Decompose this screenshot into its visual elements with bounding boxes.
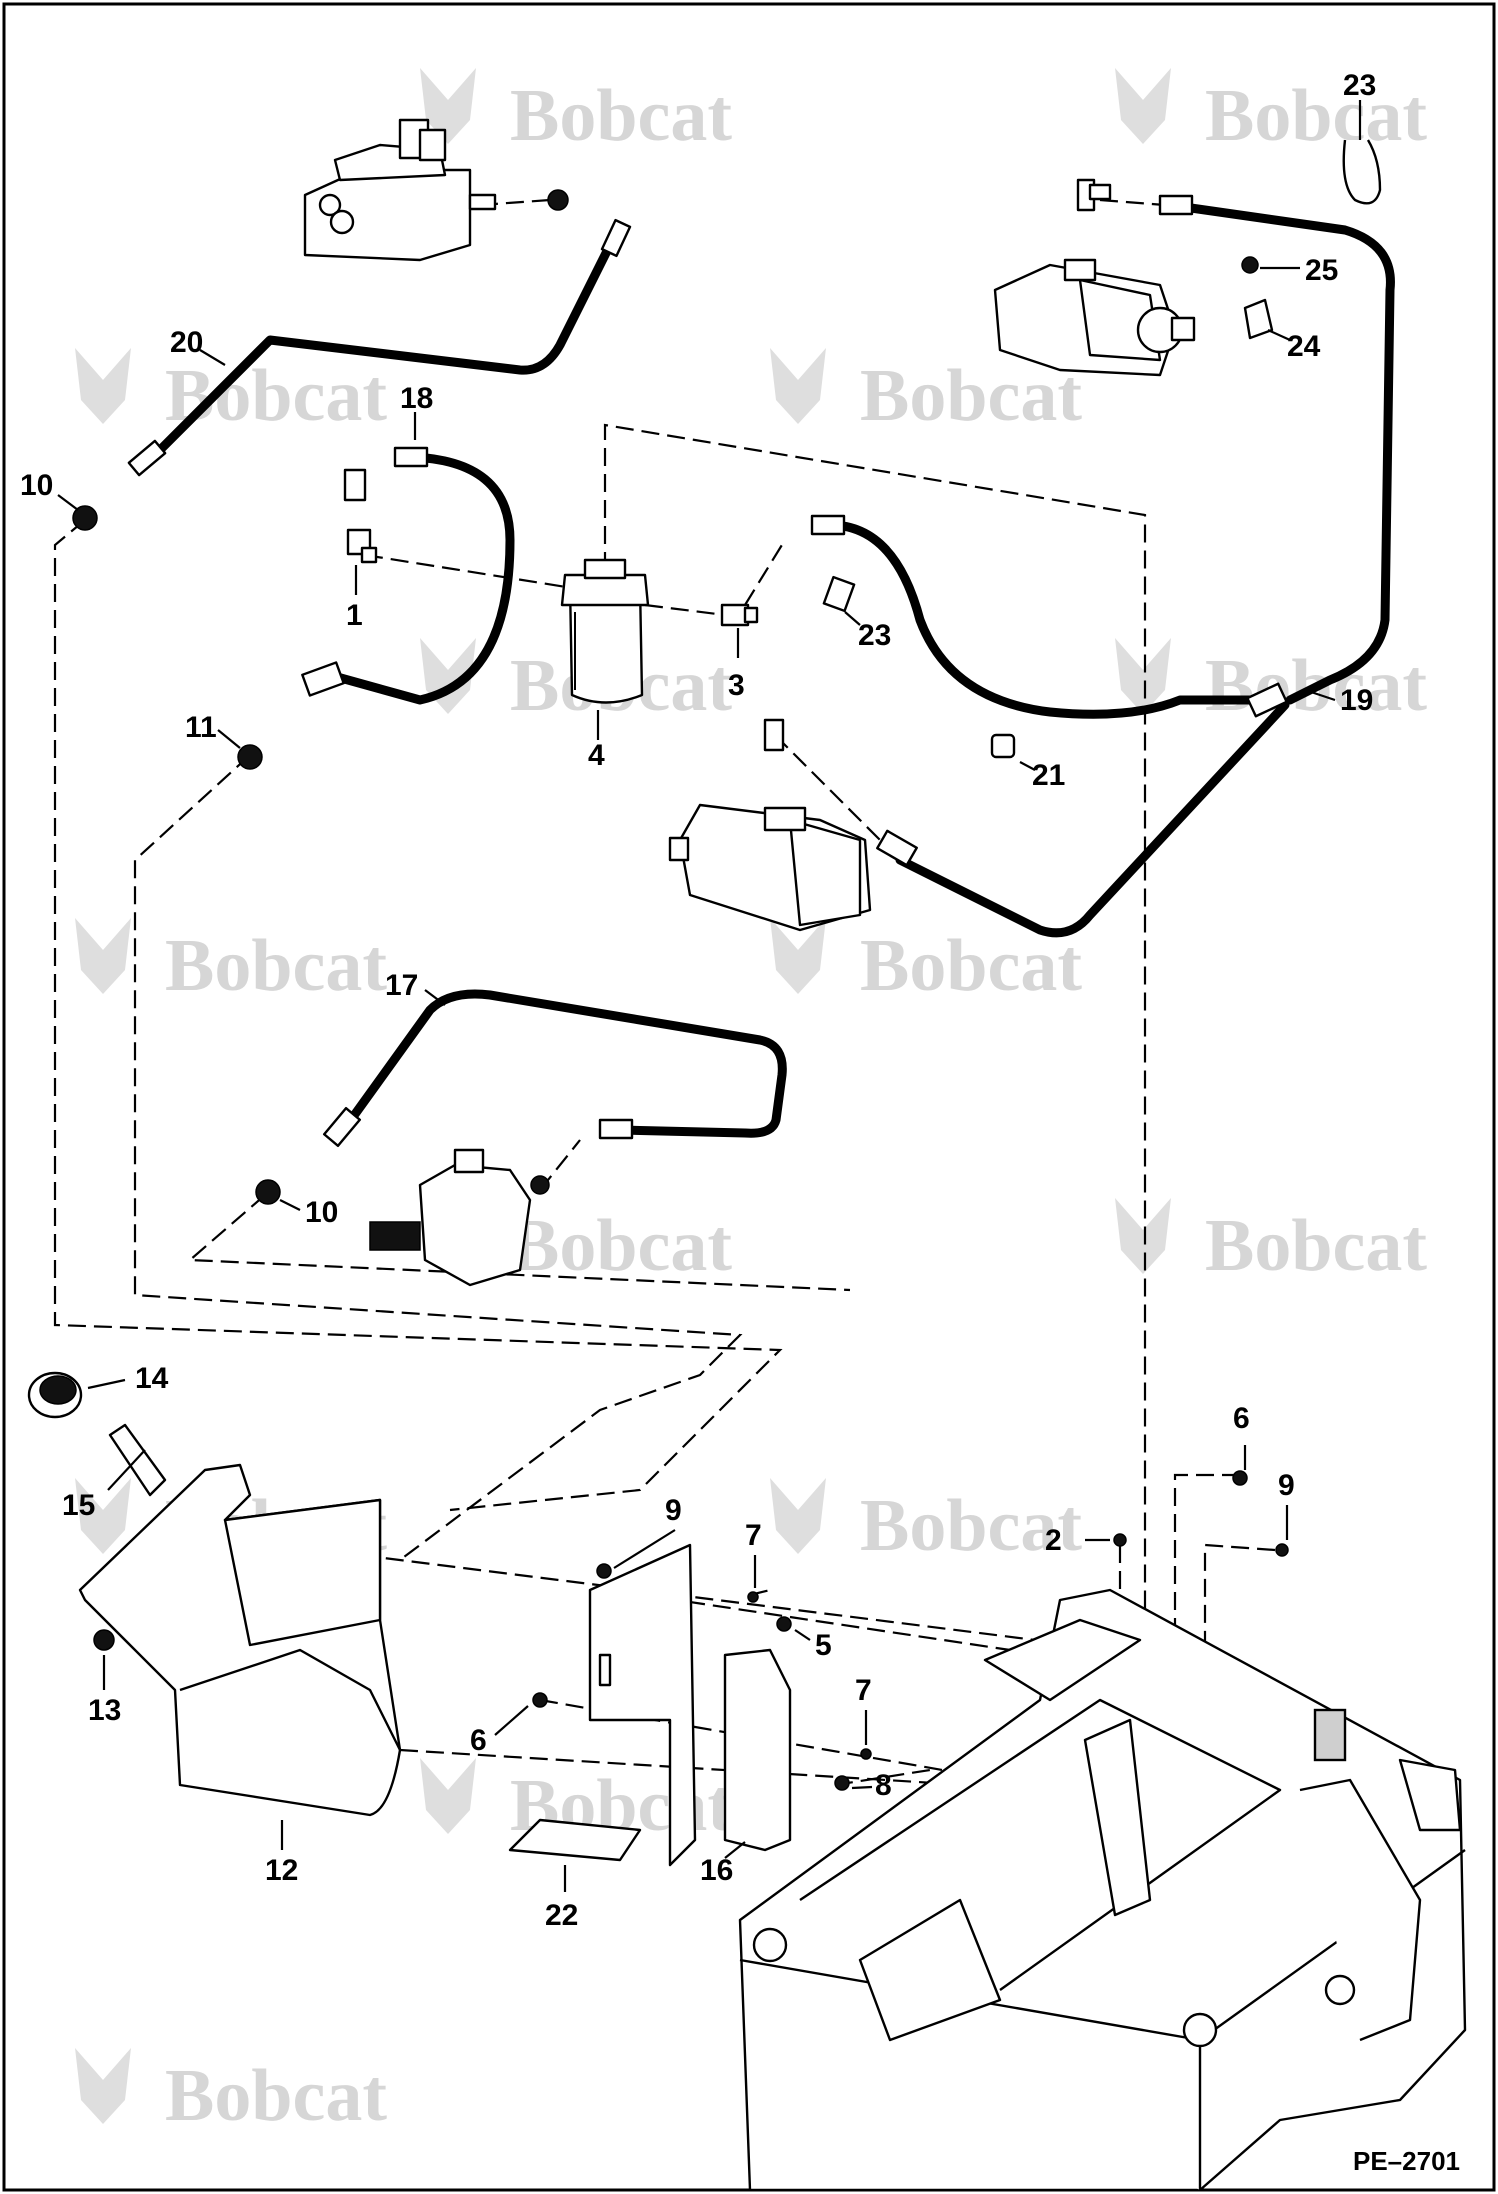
hose-19-lower bbox=[895, 700, 1290, 938]
watermark-logo bbox=[770, 918, 826, 994]
watermark-text: Bobcat bbox=[165, 925, 387, 1007]
callout-10-upper: 10 bbox=[20, 469, 53, 502]
callout-12: 12 bbox=[265, 1854, 298, 1887]
plate-22 bbox=[508, 1818, 642, 1862]
hydrostatic-pump-upper bbox=[993, 178, 1196, 377]
clamp-23-upper bbox=[1342, 139, 1382, 205]
hose-19-upper bbox=[825, 520, 1260, 719]
nut-6b bbox=[1232, 1470, 1248, 1486]
bracket-plate bbox=[588, 1543, 697, 1867]
callout-5: 5 bbox=[815, 1629, 832, 1662]
watermark-text: Bobcat bbox=[165, 2055, 387, 2137]
callout-20: 20 bbox=[170, 326, 203, 359]
callout-8: 8 bbox=[875, 1769, 892, 1802]
watermark-logo bbox=[1115, 1198, 1171, 1274]
tee-fitting-1 bbox=[343, 468, 378, 564]
callout-6-right: 6 bbox=[1233, 1402, 1250, 1435]
bolt-9 bbox=[596, 1563, 612, 1579]
watermark-logo bbox=[1115, 68, 1171, 144]
callout-11: 11 bbox=[185, 711, 217, 744]
callout-6-left: 6 bbox=[470, 1724, 487, 1757]
hose-17 bbox=[335, 989, 787, 1140]
callout-7-lower: 7 bbox=[855, 1674, 872, 1707]
callout-7-upper: 7 bbox=[745, 1519, 762, 1552]
callout-21: 21 bbox=[1032, 759, 1065, 792]
hydraulic-tank-12 bbox=[78, 1463, 402, 1817]
hose-fittings bbox=[127, 194, 1288, 1148]
callout-2: 2 bbox=[1045, 1524, 1062, 1557]
watermark-text: Bobcat bbox=[860, 355, 1082, 437]
watermark-text: Bobcat bbox=[510, 1205, 732, 1287]
watermark-logo bbox=[75, 348, 131, 424]
callout-1: 1 bbox=[346, 599, 363, 632]
nut-6a bbox=[532, 1692, 548, 1708]
callout-24: 24 bbox=[1287, 330, 1321, 363]
callout-18: 18 bbox=[400, 382, 433, 415]
washer-7b bbox=[860, 1748, 872, 1760]
callout-13: 13 bbox=[88, 1694, 121, 1727]
watermark-logo bbox=[75, 1478, 131, 1554]
filter-4 bbox=[560, 558, 650, 704]
control-valve bbox=[303, 118, 569, 262]
watermark-logo bbox=[770, 1478, 826, 1554]
fill-tube-15 bbox=[108, 1423, 167, 1497]
callouts: 23 25 24 20 18 10 1 23 3 19 11 4 21 17 1… bbox=[20, 69, 1376, 1932]
leader-lines bbox=[57, 100, 1362, 1892]
bolt-8 bbox=[834, 1775, 850, 1791]
bracket-16 bbox=[723, 1648, 792, 1852]
watermark-text: Bobcat bbox=[1205, 1205, 1427, 1287]
gear-pump bbox=[369, 1148, 550, 1287]
fitting-11 bbox=[237, 744, 263, 770]
cap-21 bbox=[990, 733, 1016, 759]
watermark-logo bbox=[420, 1758, 476, 1834]
watermark-logo bbox=[1115, 638, 1171, 714]
callout-22: 22 bbox=[545, 1899, 578, 1932]
callout-23-lower: 23 bbox=[858, 619, 891, 652]
watermark-text: Bobcat bbox=[860, 1485, 1082, 1567]
fitting-3 bbox=[720, 603, 759, 627]
watermark-text: Bobcat bbox=[165, 355, 387, 437]
drawing-code: PE–2701 bbox=[1353, 2146, 1460, 2176]
washer-7a bbox=[747, 1591, 759, 1603]
callout-4: 4 bbox=[588, 739, 605, 772]
clamp-24 bbox=[1243, 298, 1274, 340]
fitting-10-upper bbox=[72, 505, 98, 531]
hoses bbox=[140, 200, 1395, 1140]
hose-20 bbox=[140, 230, 620, 470]
watermark-text: Bobcat bbox=[510, 75, 732, 157]
watermark-logo bbox=[75, 918, 131, 994]
callout-3: 3 bbox=[728, 669, 745, 702]
watermark-logo bbox=[770, 348, 826, 424]
nut-25 bbox=[1241, 256, 1259, 274]
watermark-logo bbox=[75, 2048, 131, 2124]
hose-19-right bbox=[1165, 200, 1395, 705]
bolt-5 bbox=[776, 1616, 792, 1632]
machine-frame bbox=[738, 1588, 1467, 2192]
bolt-9b bbox=[1275, 1543, 1289, 1557]
callout-15: 15 bbox=[62, 1489, 95, 1522]
watermark-text: Bobcat bbox=[1205, 75, 1427, 157]
bolt-2 bbox=[1113, 1533, 1127, 1547]
callout-9-left: 9 bbox=[665, 1494, 682, 1527]
callout-25: 25 bbox=[1305, 254, 1338, 287]
callout-17: 17 bbox=[385, 969, 418, 1002]
callout-14: 14 bbox=[135, 1362, 169, 1395]
fitting-10-lower bbox=[255, 1179, 281, 1205]
watermark-text: Bobcat bbox=[860, 925, 1082, 1007]
hydrostatic-pump-lower bbox=[668, 718, 872, 932]
fitting-23-lower bbox=[822, 575, 856, 613]
watermark-logo bbox=[420, 68, 476, 144]
hose-18 bbox=[325, 452, 515, 705]
callout-19: 19 bbox=[1340, 684, 1373, 717]
callout-10-lower: 10 bbox=[305, 1196, 338, 1229]
callout-9-right: 9 bbox=[1278, 1469, 1295, 1502]
assembly-lines bbox=[53, 198, 1276, 1820]
fill-cap-14 bbox=[27, 1371, 83, 1419]
callout-23-upper: 23 bbox=[1343, 69, 1376, 102]
callout-16: 16 bbox=[700, 1854, 733, 1887]
